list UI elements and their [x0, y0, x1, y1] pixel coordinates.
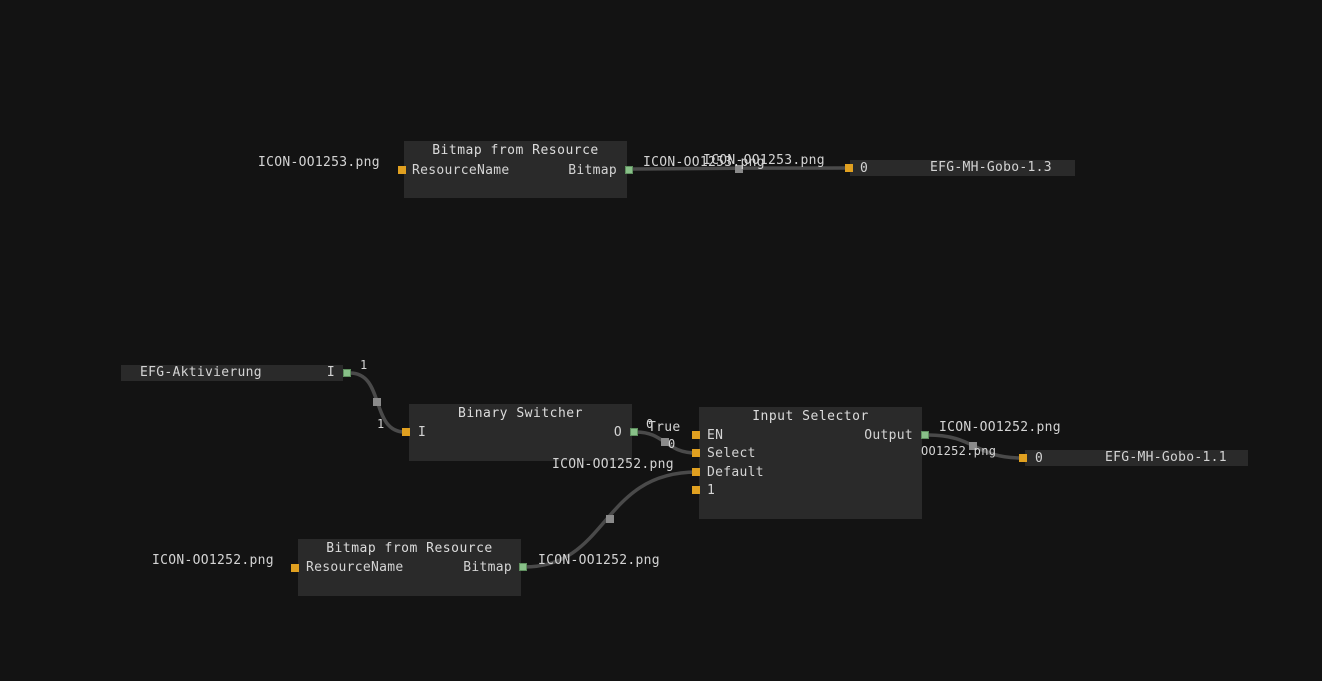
selector-output-value: ICON-OO1252.png: [939, 420, 1061, 435]
bitmap-output-port[interactable]: [625, 166, 633, 174]
switcher-input-value: 1: [377, 417, 385, 431]
bitmap-bottom-param-value: ICON-OO1252.png: [152, 553, 274, 568]
gobo-1-3-input-value: ICON-OO1253.png: [703, 153, 825, 168]
select-input-port[interactable]: [692, 449, 700, 457]
node-title: Bitmap from Resource: [432, 143, 599, 158]
gobo-1-3-node[interactable]: 0 EFG-MH-Gobo-1.3: [850, 160, 1075, 176]
gobo-1-1-input-value: OO1252.png: [921, 444, 997, 458]
resource-name-input-port[interactable]: [291, 564, 299, 572]
reroute-dot[interactable]: [735, 165, 743, 173]
aktivierung-output-label: I: [326, 365, 335, 380]
input-1-port[interactable]: [692, 486, 700, 494]
bitmap-from-resource-node-bottom[interactable]: Bitmap from Resource ResourceName Bitmap: [298, 539, 521, 596]
gobo-1-1-input-label: 0: [1035, 451, 1044, 466]
efg-aktivierung-node[interactable]: EFG-Aktivierung I: [121, 365, 343, 381]
gobo-1-3-input-port[interactable]: [845, 164, 853, 172]
bitmap-top-output-value: ICON-OO1253.png: [643, 155, 765, 170]
reroute-dot[interactable]: [373, 398, 381, 406]
reroute-dot[interactable]: [969, 442, 977, 450]
bitmap-from-resource-node-top[interactable]: Bitmap from Resource ResourceName Bitmap: [404, 141, 627, 198]
input-select-label: Select: [707, 446, 756, 461]
reroute-dot[interactable]: [606, 515, 614, 523]
gobo-1-1-input-port[interactable]: [1019, 454, 1027, 462]
default-input-port[interactable]: [692, 468, 700, 476]
aktivierung-name: EFG-Aktivierung: [140, 365, 262, 380]
bitmap-output-port[interactable]: [519, 563, 527, 571]
node-title: Input Selector: [752, 409, 869, 424]
selector-output-port[interactable]: [921, 431, 929, 439]
bitmap-bottom-output-value: ICON-OO1252.png: [538, 553, 660, 568]
default-input-value: ICON-OO1252.png: [552, 457, 674, 472]
node-title: Binary Switcher: [458, 406, 583, 421]
switcher-input-port[interactable]: [402, 428, 410, 436]
input-1-label: 1: [707, 483, 716, 498]
reroute-dot[interactable]: [661, 438, 669, 446]
en-input-port[interactable]: [692, 431, 700, 439]
resource-name-input-port[interactable]: [398, 166, 406, 174]
aktivierung-output-port[interactable]: [343, 369, 351, 377]
switcher-output-port[interactable]: [630, 428, 638, 436]
gobo-1-3-name: EFG-MH-Gobo-1.3: [930, 160, 1052, 175]
switcher-output-value: 0: [646, 417, 654, 431]
switcher-output-label: O: [613, 425, 622, 440]
bitmap-output-label: Bitmap: [568, 163, 617, 178]
input-selector-node[interactable]: Input Selector EN Select Default 1 Outpu…: [699, 407, 922, 519]
selector-output-label: Output: [864, 428, 913, 443]
bitmap-top-param-value: ICON-OO1253.png: [258, 155, 380, 170]
select-input-value: 0: [668, 437, 676, 451]
input-selector-true-label: True: [648, 420, 681, 435]
gobo-1-1-node[interactable]: 0 EFG-MH-Gobo-1.1: [1025, 450, 1248, 466]
resource-name-input-label: ResourceName: [306, 560, 404, 575]
aktivierung-output-value: 1: [360, 358, 368, 372]
input-default-label: Default: [707, 465, 764, 480]
resource-name-input-label: ResourceName: [412, 163, 510, 178]
node-title: Bitmap from Resource: [326, 541, 493, 556]
bitmap-output-label: Bitmap: [463, 560, 512, 575]
gobo-1-3-input-label: 0: [860, 161, 869, 176]
gobo-1-1-name: EFG-MH-Gobo-1.1: [1105, 450, 1227, 465]
input-en-label: EN: [707, 428, 724, 443]
switcher-input-label: I: [418, 425, 427, 440]
binary-switcher-node[interactable]: Binary Switcher I O: [409, 404, 632, 461]
